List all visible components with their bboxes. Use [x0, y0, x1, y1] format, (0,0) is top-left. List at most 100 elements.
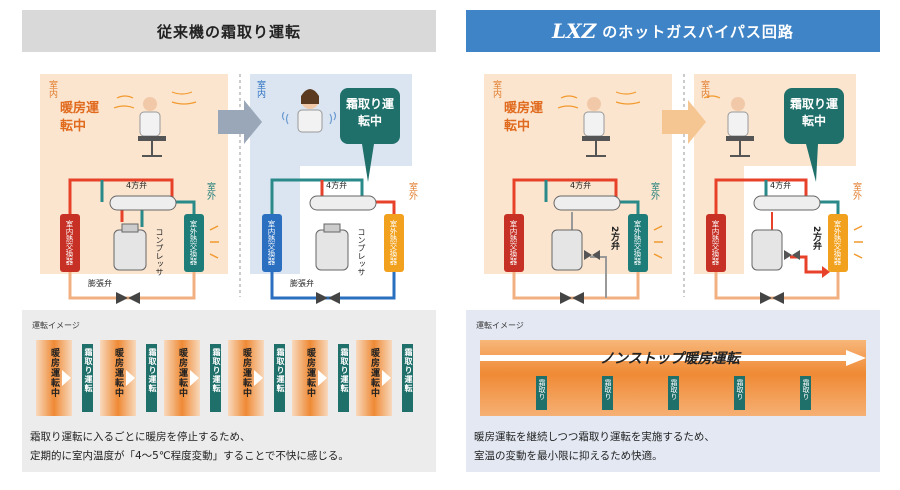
lxz-diagram: 室内 室内 暖房運転中 霜取り運転中 室外 室外 4方弁 4方弁 2方弁 2方弁…	[466, 52, 880, 310]
compressor	[113, 229, 147, 271]
lxz-title: LXZ のホットガスバイパス回路	[466, 10, 880, 52]
defrost-bar-label: 霜取り運転	[212, 348, 221, 393]
indoor-hx-label: 室内熱交換器	[65, 220, 74, 265]
lxz-panel: LXZ のホットガスバイパス回路	[466, 10, 880, 472]
outdoor-hx-heating	[184, 214, 204, 272]
compressor-label-defrost: コンプレッサ	[357, 228, 366, 276]
person-heating-head	[143, 97, 157, 111]
lxz-logo: LXZ	[552, 19, 597, 43]
conventional-description: 霜取り運転に入るごとに暖房を停止するため、 定期的に室内温度が「4～5℃程度変動…	[30, 428, 430, 466]
lxz-person-1	[583, 111, 605, 137]
defrost-bar: 霜取り運転	[274, 344, 285, 412]
defrost-bar: 霜取り運転	[402, 344, 413, 412]
lxz-defrost-marker: 霜取り	[734, 376, 745, 410]
defrost-bar-label: 霜取り運転	[84, 348, 93, 393]
expansion-valve-label: 膨張弁	[88, 279, 112, 288]
indoor-label-defrost: 室内	[255, 80, 265, 98]
heating-block-label: 暖房運転中	[241, 348, 251, 398]
heating-status: 暖房運転中	[60, 101, 100, 134]
defrost-bar: 霜取り運転	[146, 344, 157, 412]
lxz-defrost-marker-label: 霜取り	[670, 379, 678, 400]
person-cold-body	[297, 109, 323, 133]
heating-block: 暖房運転中	[228, 340, 264, 416]
lxz-outdoor-label-2: 室外	[851, 182, 861, 200]
expansion-valve-label-defrost: 膨張弁	[290, 279, 314, 288]
four-way-label: 4方弁	[126, 181, 148, 190]
indoor-hx-label-defrost: 室内熱交換器	[267, 220, 276, 265]
lxz-defrost-marker-label: 霜取り	[736, 379, 744, 400]
description-line-2: 定期的に室内温度が「4～5℃程度変動」することで不快に感じる。	[30, 450, 349, 462]
nonstop-arrow	[480, 350, 866, 366]
lxz-defrost-marker: 霜取り	[668, 376, 679, 410]
compressor-defrost	[315, 229, 349, 271]
conventional-operation-image: 運転イメージ 暖房運転中霜取り運転暖房運転中霜取り運転暖房運転中霜取り運転暖房運…	[22, 310, 436, 472]
chair	[138, 136, 166, 141]
defrost-bar-label: 霜取り運転	[404, 348, 413, 393]
defrost-bar: 霜取り運転	[82, 344, 93, 412]
lxz-two-way-valve	[592, 250, 600, 260]
indoor-hx-heating	[60, 214, 80, 272]
nonstop-title: ノンストップ暖房運転	[600, 351, 740, 367]
lxz-compressor	[551, 229, 583, 271]
lxz-outdoor-hx-label: 室外熱交換器	[633, 220, 642, 265]
lxz-description-line-2: 室温の変動を最小限に抑えるため快適。	[474, 450, 663, 462]
outdoor-label: 室外	[205, 182, 215, 200]
lxz-defrost-marker: 霜取り	[800, 376, 811, 410]
chevron-right-icon	[318, 370, 327, 386]
indoor-hx-defrost	[262, 214, 282, 272]
lxz-indoor-label: 室内	[491, 80, 501, 98]
expansion-valve	[128, 292, 140, 304]
person-heating-body	[139, 111, 161, 137]
description-line-1: 霜取り運転に入るごとに暖房を停止するため、	[30, 431, 251, 443]
lxz-two-way-label-2: 2方弁	[811, 226, 821, 251]
lxz-cycle-svg	[484, 74, 863, 304]
heating-block: 暖房運転中	[100, 340, 136, 416]
heating-block: 暖房運転中	[292, 340, 328, 416]
heating-block-label: 暖房運転中	[49, 348, 59, 398]
lxz-indoor-hx-label-2: 室内熱交換器	[711, 220, 720, 265]
lxz-defrost-marker: 霜取り	[602, 376, 613, 410]
four-way-label-defrost: 4方弁	[326, 181, 348, 190]
lxz-four-way-label: 4方弁	[570, 181, 592, 190]
lxz-outdoor-hx-label-2: 室外熱交換器	[833, 220, 842, 265]
conventional-cycle-svg	[40, 74, 412, 304]
lxz-indoor-hx-label: 室内熱交換器	[509, 220, 518, 265]
nonstop-band: ノンストップ暖房運転 霜取り 霜取り 霜取り 霜取り 霜取り	[480, 340, 866, 416]
defrost-bar-label: 霜取り運転	[148, 348, 157, 393]
lxz-defrost-bubble	[784, 88, 844, 144]
conventional-title: 従来機の霜取り運転	[22, 10, 436, 52]
chevron-right-icon	[126, 370, 135, 386]
lxz-person-2	[727, 111, 749, 137]
lxz-defrost-status: 霜取り運転中	[789, 97, 838, 128]
heating-block-label: 暖房運転中	[113, 348, 123, 398]
chevron-right-icon	[382, 370, 391, 386]
heating-block: 暖房運転中	[356, 340, 392, 416]
defrost-bar-label: 霜取り運転	[340, 348, 349, 393]
lxz-outdoor-label: 室外	[649, 182, 659, 200]
lxz-hot-gas-arrow	[822, 266, 830, 278]
four-way-valve	[109, 195, 177, 211]
lxz-defrost-marker-label: 霜取り	[802, 379, 810, 400]
heating-block: 暖房運転中	[36, 340, 72, 416]
heating-block: 暖房運転中	[164, 340, 200, 416]
lxz-two-way-label: 2方弁	[609, 226, 619, 251]
lxz-defrost-marker-label: 霜取り	[538, 379, 546, 400]
lxz-defrost-marker: 霜取り	[536, 376, 547, 410]
outdoor-hx-defrost	[384, 214, 404, 272]
defrost-bar: 霜取り運転	[210, 344, 221, 412]
chevron-right-icon	[62, 370, 71, 386]
lxz-transition-arrow	[662, 100, 706, 144]
chevron-right-icon	[190, 370, 199, 386]
outdoor-hx-label: 室外熱交換器	[189, 220, 198, 265]
transition-arrow	[218, 100, 262, 144]
conventional-panel: 従来機の霜取り運転	[22, 10, 436, 472]
lxz-operation-image: 運転イメージ ノンストップ暖房運転 霜取り霜取り霜取り霜取り霜取り 暖房運転を継…	[466, 310, 880, 472]
conventional-diagram: 室内 室内 暖房運転中 霜取り運転中 室外 室外 4方弁 4方弁 室内熱交換器 …	[22, 52, 436, 310]
heating-block-label: 暖房運転中	[369, 348, 379, 398]
defrost-bar: 霜取り運転	[338, 344, 349, 412]
outdoor-hx-label-defrost: 室外熱交換器	[389, 220, 398, 265]
four-way-valve-defrost	[309, 195, 377, 211]
lxz-four-way-label-2: 4方弁	[770, 181, 792, 190]
conventional-timeline: 暖房運転中霜取り運転暖房運転中霜取り運転暖房運転中霜取り運転暖房運転中霜取り運転…	[36, 340, 422, 416]
lxz-defrost-marker-label: 霜取り	[604, 379, 612, 400]
